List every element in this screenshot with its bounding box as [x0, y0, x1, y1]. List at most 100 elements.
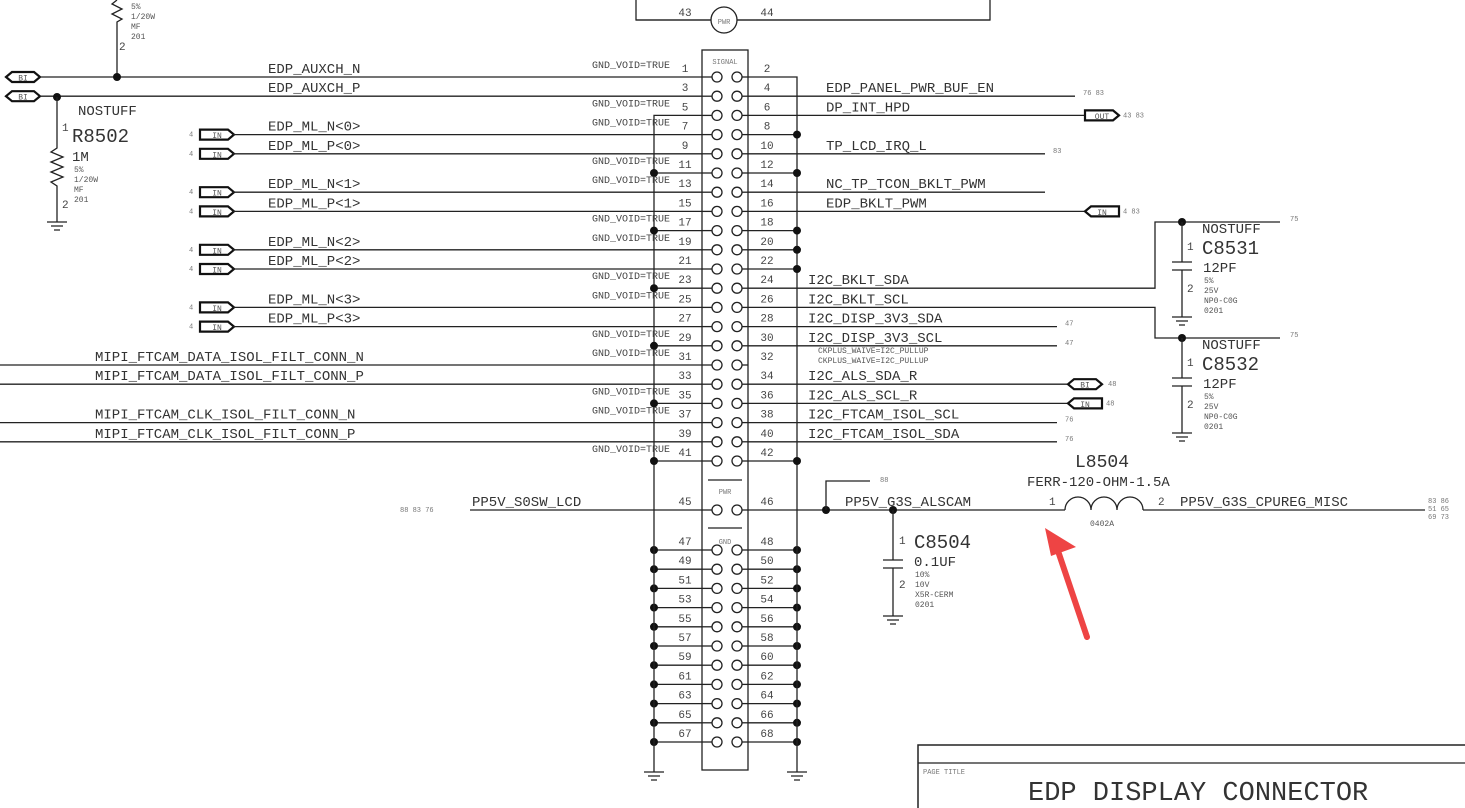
ckplus-waive-note: CKPLUS_WAIVE=I2C_PULLUP: [818, 347, 929, 356]
part-size: 0201: [1204, 307, 1223, 316]
gnd-void-label: GND_VOID=TRUE: [592, 272, 670, 283]
pin-contact: [731, 621, 743, 633]
pin-number: 2: [119, 42, 126, 54]
part-size: 0201: [1204, 423, 1223, 432]
gnd-void-label: GND_VOID=TRUE: [592, 407, 670, 418]
pin-number: 2: [899, 580, 906, 592]
pin-number: 54: [760, 595, 774, 607]
net-name: EDP_AUXCH_P: [268, 81, 360, 97]
pin-contact: [711, 109, 723, 122]
net-name: MIPI_FTCAM_DATA_ISOL_FILT_CONN_N: [95, 350, 364, 366]
pin-contact: [711, 397, 723, 410]
pwr-section-label: PWR: [719, 489, 732, 497]
pin-contact: [711, 167, 723, 179]
net-name: EDP_ML_N<0>: [268, 120, 360, 136]
pin-contact: [731, 640, 743, 652]
pin-contact: [731, 128, 743, 141]
pin-number: 61: [678, 671, 692, 683]
pin-number: 43: [678, 8, 691, 20]
pin-number: 67: [678, 729, 691, 741]
pin-number: 16: [760, 198, 773, 210]
port-in-icon: [198, 262, 236, 276]
gnd-void-label: GND_VOID=TRUE: [592, 157, 670, 168]
pin-number: 66: [760, 710, 773, 722]
gnd-void-label: GND_VOID=TRUE: [592, 387, 670, 398]
pin-number: 28: [760, 314, 773, 326]
pin-number: 35: [678, 390, 691, 402]
page-ref: 76: [1065, 436, 1073, 444]
pin-contact: [711, 563, 723, 575]
part-size: 0201: [915, 601, 934, 610]
pin-number: 6: [764, 102, 771, 114]
pin-contact: [731, 148, 743, 160]
net-name: EDP_ML_N<1>: [268, 177, 360, 193]
pin-number: 68: [760, 729, 773, 741]
pin-contact: [711, 186, 723, 198]
pin-contact: [711, 697, 723, 710]
page-ref: 75: [1290, 332, 1298, 340]
net-name: EDP_AUXCH_N: [268, 62, 360, 78]
part-size: 201: [74, 196, 89, 205]
net-name: MIPI_FTCAM_CLK_ISOL_FILT_CONN_N: [95, 408, 355, 424]
pin-contact: [731, 340, 743, 352]
pin-contact: [731, 455, 743, 467]
port-in-icon: [198, 320, 236, 333]
capacitor-icon: [883, 559, 903, 569]
pin-number: 1: [62, 123, 69, 135]
net-name: EDP_ML_N<3>: [268, 292, 360, 308]
pin-contact: [731, 678, 743, 691]
pin-contact: [731, 205, 743, 218]
page-ref: 4: [189, 304, 193, 312]
part-size: 0402A: [1090, 520, 1114, 529]
pin-contact: [711, 544, 723, 556]
pin-contact: [711, 378, 723, 390]
part-value: 0.1UF: [914, 555, 956, 571]
port-out-icon: [1083, 109, 1121, 122]
resistor-size: 201: [131, 33, 146, 42]
net-name: EDP_ML_P<2>: [268, 254, 360, 270]
pwr-label: PWR: [718, 19, 731, 27]
page-ref: 47: [1065, 340, 1073, 348]
pin-number: 8: [764, 122, 771, 134]
pin-number: 13: [678, 179, 691, 191]
page-ref: 75: [1290, 216, 1298, 224]
part-ref: R8502: [72, 126, 129, 148]
junction-dot: [793, 169, 801, 177]
page-ref: 43 83: [1123, 112, 1144, 120]
capacitor-icon: [1172, 377, 1192, 387]
pin-contact: [711, 659, 723, 671]
pin-number: 62: [760, 671, 773, 683]
pin-number: 25: [678, 294, 691, 306]
pin-contact: [711, 640, 723, 652]
part-tolerance: 10%: [915, 571, 930, 580]
gnd-void-label: GND_VOID=TRUE: [592, 61, 670, 72]
pin-number: 24: [760, 275, 774, 287]
gnd-void-label: GND_VOID=TRUE: [592, 215, 670, 226]
pin-number: 53: [678, 595, 691, 607]
pin-contact: [711, 148, 723, 160]
pin-contact: [731, 563, 743, 575]
pin-contact: [731, 224, 743, 237]
signal-section-label: SIGNAL: [712, 59, 737, 67]
net-name: PP5V_G3S_CPUREG_MISC: [1180, 495, 1348, 511]
pin-number: 2: [1187, 400, 1194, 412]
pin-number: 17: [678, 218, 691, 230]
net-name: EDP_BKLT_PWM: [826, 196, 927, 212]
pin-contact: [711, 263, 723, 275]
inductor-icon: [1064, 496, 1144, 511]
pin-contact: [711, 601, 723, 614]
pin-contact: [731, 244, 743, 256]
port-in-icon: [198, 147, 236, 160]
pin-number: 47: [678, 537, 691, 549]
pin-contact: [731, 109, 743, 122]
pin-number: 48: [760, 537, 773, 549]
pin-number: 23: [678, 275, 691, 287]
page-title: EDP DISPLAY CONNECTOR: [1028, 779, 1368, 808]
junction-dot: [650, 226, 658, 235]
pin-number: 41: [678, 448, 692, 460]
net-wire: [748, 306, 1280, 339]
pin-contact: [731, 736, 743, 748]
pin-number: 39: [678, 429, 691, 441]
pin-number: 38: [760, 410, 773, 422]
